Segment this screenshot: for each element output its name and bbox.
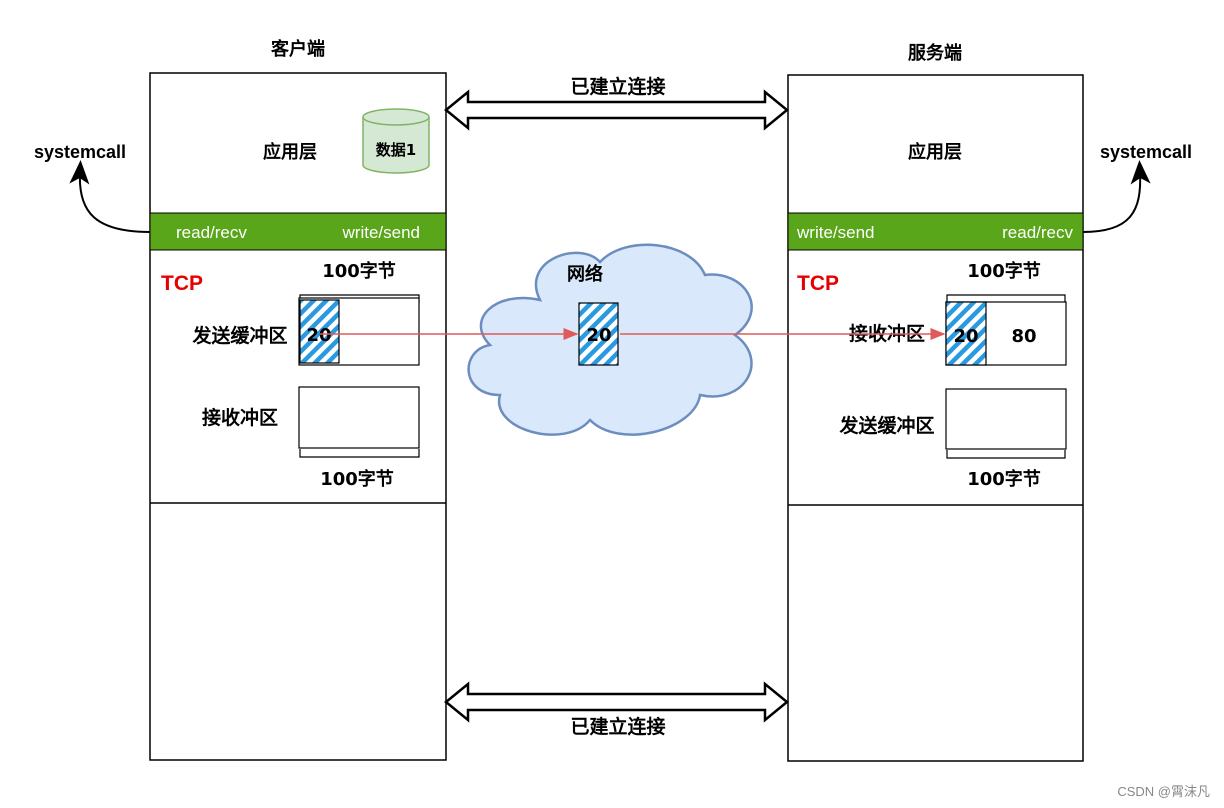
server-recv-buffer-filled	[945, 301, 987, 366]
client-recv-buffer-label: 接收冲区	[202, 406, 278, 429]
client-recv-buffer-size: 100字节	[320, 468, 394, 490]
client-syscall-bar	[149, 212, 447, 251]
bottom-connection-label: 已建立连接	[570, 715, 665, 738]
server-send-brace	[946, 450, 1066, 459]
server-tcp-label: TCP	[797, 272, 839, 295]
client-data-cylinder: 数据1	[362, 108, 430, 174]
server-recv-brace	[946, 294, 1066, 303]
top-connection-arrow	[444, 89, 789, 131]
network-packet	[578, 302, 619, 366]
client-systemcall-arrow	[69, 160, 151, 233]
client-send-buffer-label: 发送缓冲区	[191, 324, 287, 347]
server-app-layer: 应用层	[908, 141, 962, 163]
client-syscall-read: read/recv	[176, 223, 247, 242]
watermark: CSDN @霄沫凡	[1117, 784, 1210, 799]
network-label: 网络	[567, 263, 603, 285]
server-send-buffer	[945, 388, 1067, 450]
client-recv-buffer	[298, 386, 420, 449]
server-send-buffer-label: 发送缓冲区	[838, 414, 934, 437]
server-send-buffer-size: 100字节	[967, 468, 1041, 490]
network-packet-value: 20	[586, 325, 611, 346]
client-syscall-write: write/send	[342, 223, 420, 242]
client-systemcall-label: systemcall	[34, 142, 126, 162]
client-send-buffer-value: 20	[306, 325, 331, 346]
server-syscall-bar	[787, 212, 1084, 251]
client-tcp-label: TCP	[161, 272, 203, 295]
client-app-layer: 应用层	[263, 141, 317, 163]
server-recv-buffer-value-free: 80	[1011, 326, 1036, 347]
top-connection-label: 已建立连接	[570, 75, 665, 98]
server-title: 服务端	[908, 42, 962, 64]
client-send-buffer-filled	[299, 299, 340, 364]
server-recv-buffer-value-filled: 20	[953, 326, 978, 347]
server-recv-buffer-size: 100字节	[967, 260, 1041, 282]
client-data-label: 数据1	[376, 141, 416, 159]
server-systemcall-arrow	[1082, 160, 1151, 233]
bottom-connection-arrow	[444, 681, 789, 723]
client-recv-brace	[299, 449, 420, 458]
server-syscall-write: write/send	[796, 223, 874, 242]
server-syscall-read: read/recv	[1002, 223, 1073, 242]
client-send-buffer-size: 100字节	[322, 260, 396, 282]
client-title: 客户端	[271, 38, 325, 60]
server-systemcall-label: systemcall	[1100, 142, 1192, 162]
